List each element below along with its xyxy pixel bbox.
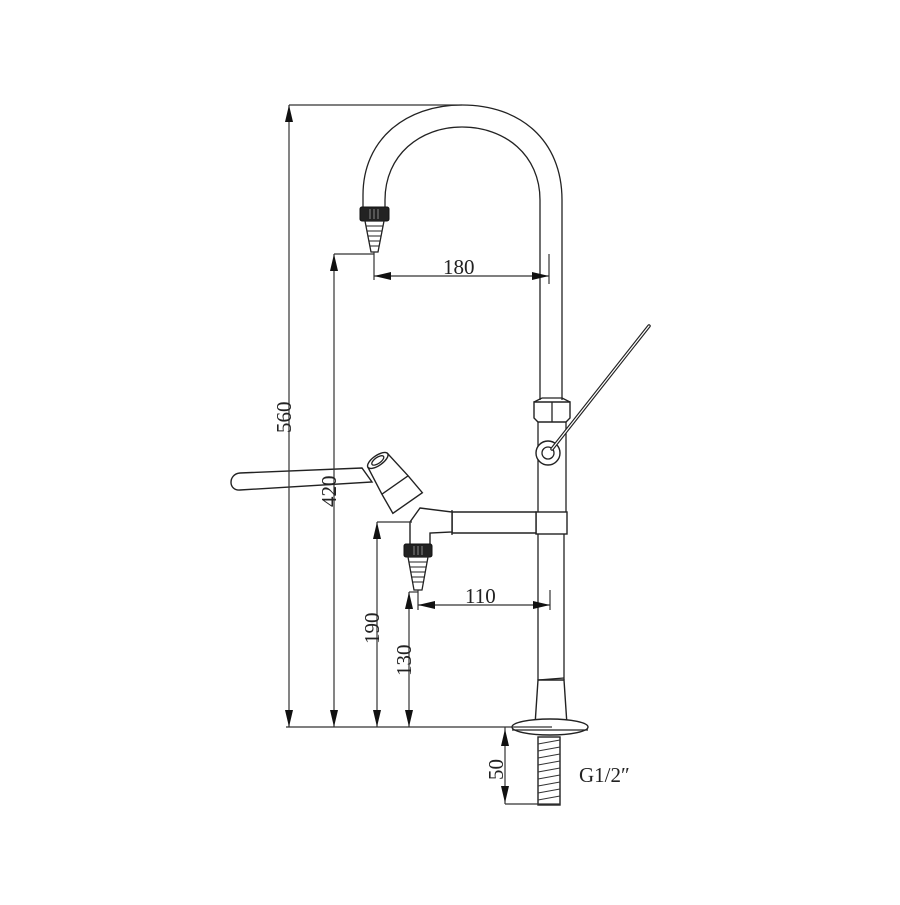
dimension-labels: 560 420 190 130 180 110 50 G1/2″: [272, 255, 630, 787]
label-190: 190: [360, 613, 384, 645]
gooseneck-outer: [362, 104, 563, 400]
threaded-shank: [537, 736, 561, 806]
dimension-lines: [285, 104, 560, 805]
tee-coupling: [535, 511, 568, 535]
faucet-body: [230, 104, 651, 806]
label-130: 130: [392, 645, 416, 677]
upper-serrated-nozzle: [364, 220, 385, 253]
label-180: 180: [443, 255, 475, 279]
label-110: 110: [465, 584, 496, 608]
label-420: 420: [317, 476, 341, 508]
column-base-flare: [534, 679, 568, 726]
label-50: 50: [484, 759, 508, 780]
lower-serrated-nozzle: [407, 556, 429, 591]
gooseneck-inner: [384, 126, 541, 400]
side-valve-cone: [366, 451, 424, 515]
label-thread-spec: G1/2″: [579, 763, 630, 787]
side-arm: [451, 511, 537, 534]
label-560: 560: [272, 402, 296, 434]
side-valve-body: [409, 507, 453, 546]
side-valve-lever: [230, 467, 374, 491]
